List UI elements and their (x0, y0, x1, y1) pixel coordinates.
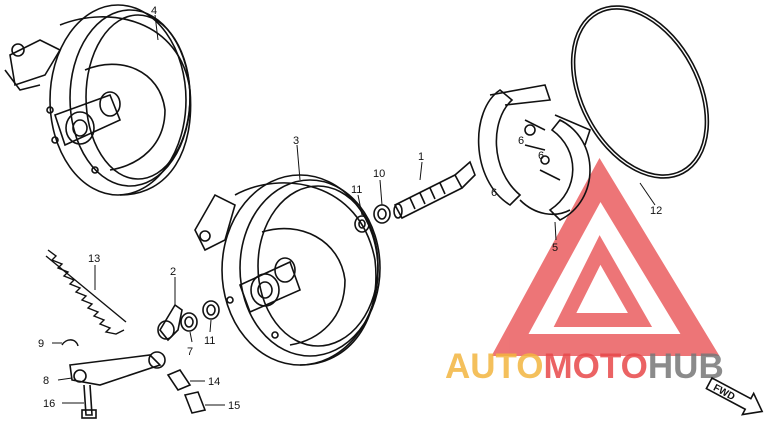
callout-6a: 6 (491, 187, 497, 199)
callout-12: 12 (650, 205, 662, 217)
watermark-auto: AUTO (445, 347, 544, 386)
pin-15 (183, 391, 207, 414)
svg-text:AUTOMOTOHUB: AUTOMOTOHUB (445, 347, 724, 386)
watermark-moto: MOTO (544, 347, 648, 386)
callout-7: 7 (187, 346, 193, 358)
fwd-label: FWD (711, 383, 736, 403)
indicator-plate (157, 303, 183, 342)
washer-7 (180, 312, 198, 332)
brake-shoes (477, 84, 591, 221)
brake-panel-upper (4, 4, 192, 196)
forward-direction-indicator: FWD (705, 376, 764, 416)
callout-1: 1 (418, 151, 424, 163)
callout-16: 16 (43, 398, 55, 410)
callout-15: 15 (228, 400, 240, 412)
brake-arm (69, 351, 166, 386)
callout-14: 14 (208, 376, 220, 388)
callout-6c: 6 (538, 150, 544, 162)
callout-labels: 4 3 1 10 11 6 6 6 5 12 13 2 7 11 9 8 16 … (38, 5, 662, 412)
watermark-logo (491, 157, 720, 356)
seal-11-upper (354, 215, 370, 233)
brake-panel-lower (194, 174, 381, 366)
callout-10: 10 (373, 168, 385, 180)
pinch-bolt (81, 384, 97, 419)
clip-9 (61, 339, 79, 347)
callout-4: 4 (151, 5, 157, 17)
callout-5: 5 (552, 242, 558, 254)
callout-13: 13 (88, 253, 100, 265)
return-spring (45, 249, 127, 335)
callout-9: 9 (38, 338, 44, 350)
callout-8: 8 (43, 375, 49, 387)
leader-lines (52, 14, 656, 406)
forward-arrow-icon (705, 376, 764, 416)
joint-14 (166, 369, 192, 391)
brake-cam-shaft (393, 160, 476, 220)
callout-11-upper: 11 (351, 184, 362, 196)
watermark-text: AUTOMOTOHUB (445, 347, 724, 386)
o-ring (570, 5, 710, 179)
callout-11-lower: 11 (204, 335, 215, 347)
callout-6b: 6 (518, 135, 524, 147)
seal-11-lower (202, 300, 220, 320)
callout-2: 2 (170, 266, 176, 278)
washer-10 (373, 204, 391, 224)
callout-3: 3 (293, 135, 299, 147)
